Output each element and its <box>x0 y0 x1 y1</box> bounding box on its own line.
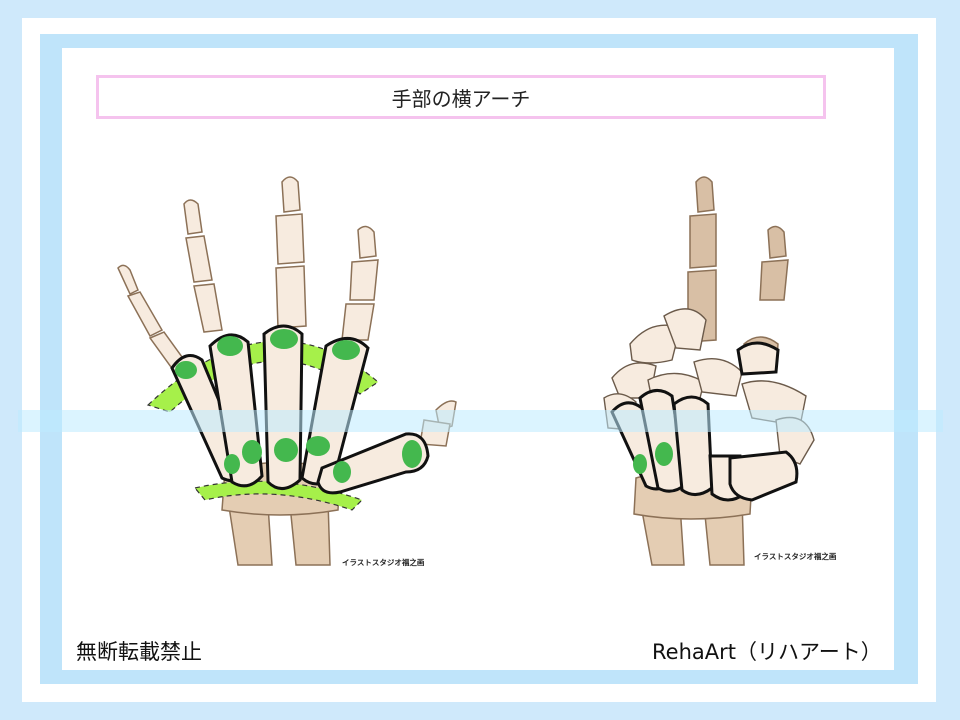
slide-title: 手部の横アーチ <box>96 75 826 119</box>
watermark-band <box>18 410 943 432</box>
right-extended-fingers <box>687 176 789 373</box>
no-reprint-notice: 無断転載禁止 <box>76 640 202 664</box>
right-joint-surfaces <box>633 442 673 474</box>
left-hand-figure: イラストスタジオ福之画 <box>117 176 457 567</box>
brand-label: RehaArt（リハアート） <box>652 640 882 664</box>
right-hand-figure: イラストスタジオ福之画 <box>603 176 836 566</box>
right-figure-credit: イラストスタジオ福之画 <box>754 551 836 561</box>
left-joint-surfaces <box>175 329 422 483</box>
left-figure-credit: イラストスタジオ福之画 <box>342 557 424 567</box>
slide-title-text: 手部の横アーチ <box>391 86 531 111</box>
